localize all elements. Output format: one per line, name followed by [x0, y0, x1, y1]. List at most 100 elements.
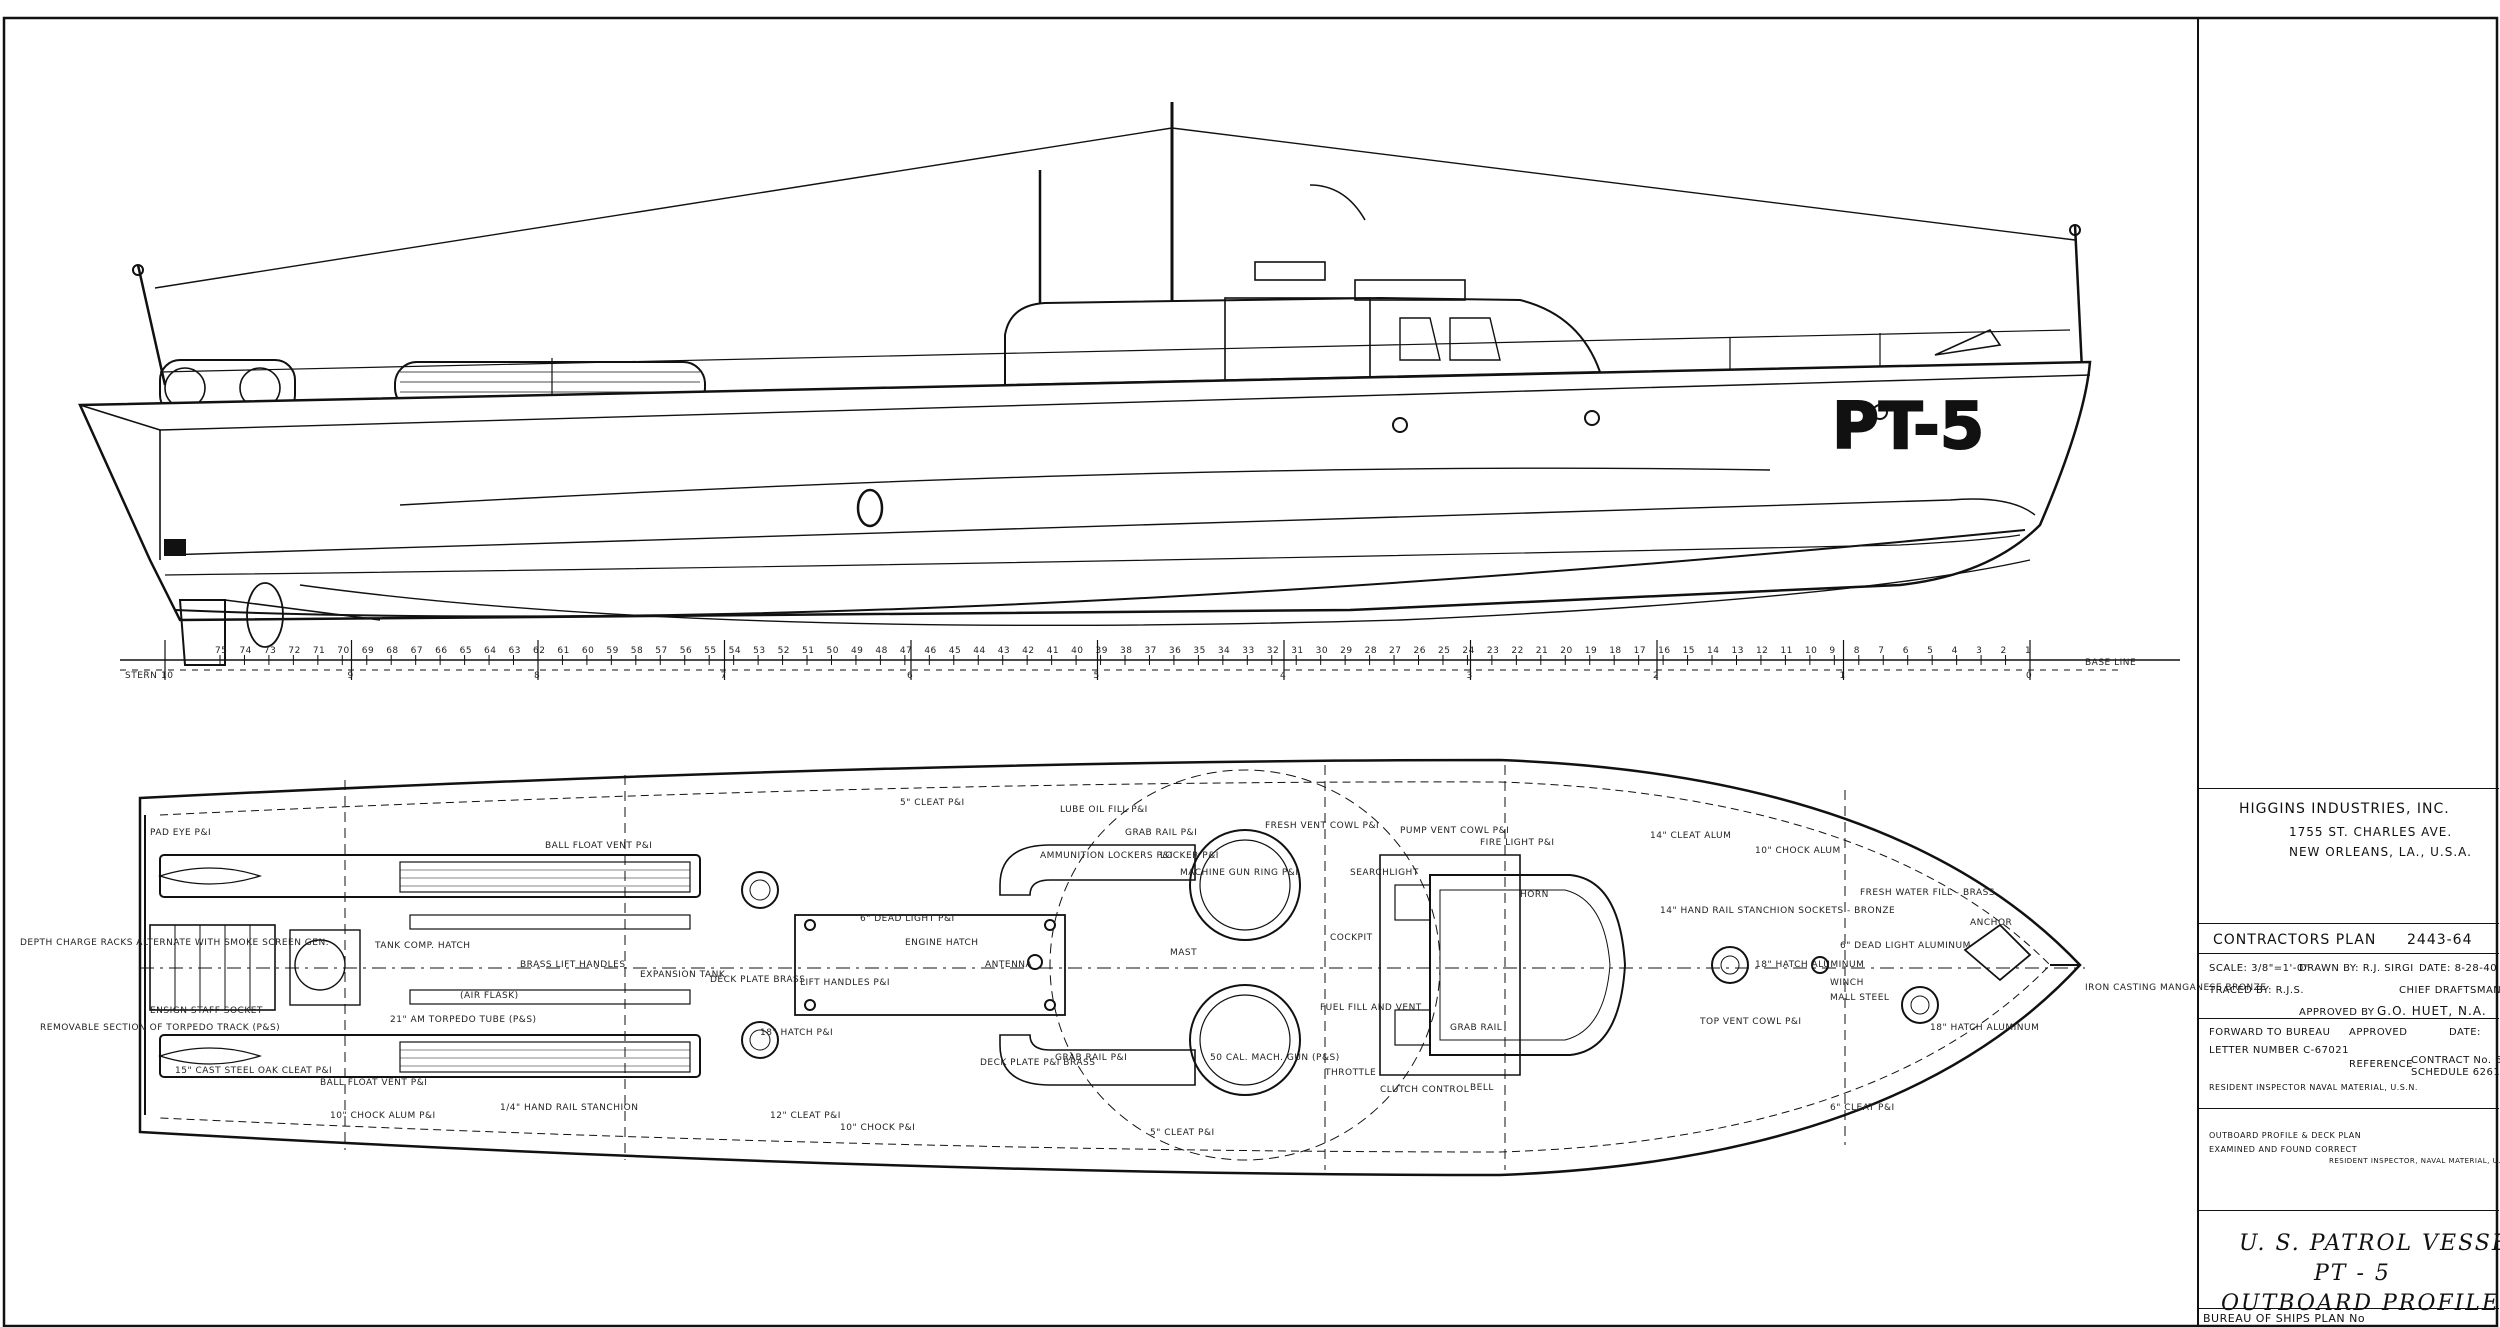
frame-number: 38 — [1120, 646, 1132, 656]
deck-label: GRAB RAIL P&I — [1055, 1053, 1127, 1063]
frame-number: 3 — [1976, 646, 1982, 656]
hatch-18-alum — [1711, 946, 1749, 984]
deck-label: 6" CLEAT P&I — [1830, 1103, 1895, 1113]
outboard-profile-view — [78, 102, 2180, 671]
approved-by-label: APPROVED BY — [2299, 1007, 2375, 1018]
deck-label: CLUTCH CONTROL — [1380, 1085, 1469, 1095]
staff-light-aft — [132, 264, 144, 276]
frame-number: 16 — [1658, 646, 1670, 656]
machine-gun-ring-fwd — [1189, 829, 1301, 941]
anchor — [1963, 923, 2032, 982]
deck-label: 18" HATCH ALUMINUM — [1930, 1023, 2039, 1033]
staff-light-fwd — [2069, 224, 2081, 236]
keel-line — [299, 559, 2031, 627]
deck-label: IRON CASTING MANGANESE BRONZE — [2085, 983, 2267, 993]
frame-number: 30 — [1316, 646, 1328, 656]
antenna-base — [1027, 954, 1043, 970]
drawing-title-2: PT - 5 — [2314, 1261, 2391, 1286]
gun-arc — [1049, 769, 1441, 1161]
deck-label: ANCHOR — [1970, 918, 2012, 928]
deck-label: LUBE OIL FILL P&I — [1060, 805, 1148, 815]
deck-label: HORN — [1520, 890, 1549, 900]
frame-number: 25 — [1438, 646, 1450, 656]
ensign-staff — [136, 264, 167, 386]
approved-label: APPROVED — [2349, 1027, 2408, 1038]
deck-label: BALL FLOAT VENT P&I — [320, 1078, 427, 1088]
station-number: 2 — [1653, 671, 1659, 681]
traced-by: TRACED BY: R.J.S. — [2209, 985, 2305, 996]
title-block-plan-row: CONTRACTORS PLAN 2443-64 — [2199, 923, 2499, 948]
frame-number: 74 — [239, 646, 251, 656]
deck-label: EXPANSION TANK — [640, 970, 726, 980]
frame-number: 20 — [1560, 646, 1572, 656]
deck-label: LIFT HANDLES P&I — [800, 978, 890, 988]
machine-gun-ring-aft — [1189, 984, 1301, 1096]
frame-number: 75 — [215, 646, 227, 656]
frame-number: 70 — [337, 646, 349, 656]
frame-number: 62 — [533, 646, 545, 656]
contractors-plan-label: CONTRACTORS PLAN — [2213, 932, 2377, 948]
torpedo-tube-port — [159, 854, 701, 898]
frame-number: 10 — [1805, 646, 1817, 656]
frame-number: 15 — [1683, 646, 1695, 656]
base-line-label: BASE LINE — [2085, 658, 2136, 668]
deck-label: BALL FLOAT VENT P&I — [545, 841, 652, 851]
station-number: 0 — [2026, 671, 2032, 681]
frame-number: 63 — [509, 646, 521, 656]
searchlight — [1394, 884, 1431, 921]
frame-number: 42 — [1022, 646, 1034, 656]
station-number: 6 — [907, 671, 913, 681]
reference-label: REFERENCE — [2349, 1059, 2413, 1070]
deck-label: 5" CLEAT P&I — [900, 798, 965, 808]
frame-number: 11 — [1780, 646, 1792, 656]
frame-number: 55 — [704, 646, 716, 656]
frame-number: 46 — [924, 646, 936, 656]
deck-label: COCKPIT — [1330, 933, 1373, 943]
frame-number: 36 — [1169, 646, 1181, 656]
deck-label: ENGINE HATCH — [905, 938, 979, 948]
deck-label: 10" CHOCK ALUM — [1755, 846, 1841, 856]
porthole — [1872, 404, 1888, 420]
frame-number: 44 — [973, 646, 985, 656]
station-number: 8 — [534, 671, 540, 681]
frame-number: 52 — [778, 646, 790, 656]
frame-number: 51 — [802, 646, 814, 656]
deck-label: 12" CLEAT P&I — [770, 1111, 841, 1121]
deck-label: 6" DEAD LIGHT ALUMINUM — [1840, 941, 1971, 951]
frame-number: 28 — [1365, 646, 1377, 656]
frame-number: 7 — [1878, 646, 1884, 656]
station-number: 9 — [348, 671, 354, 681]
deck-label: BRASS LIFT HANDLES — [520, 960, 626, 970]
drawing-title-1: U. S. PATROL VESSEL — [2239, 1231, 2500, 1256]
frame-number: 58 — [631, 646, 643, 656]
deck-label: TANK COMP. HATCH — [374, 941, 471, 951]
deck-label: LOCKER P&I — [1160, 851, 1219, 861]
deck-label: THROTTLE — [1324, 1068, 1376, 1078]
deck-label: FIRE LIGHT P&I — [1480, 838, 1555, 848]
frame-number: 35 — [1193, 646, 1205, 656]
frame-number: 40 — [1071, 646, 1083, 656]
drawing-date: DATE: 8-28-40 — [2419, 963, 2498, 974]
frame-number: 6 — [1903, 646, 1909, 656]
gun-arc — [1309, 184, 1366, 221]
deck-label: TOP VENT COWL P&I — [1699, 1017, 1802, 1027]
frame-number: 13 — [1731, 646, 1743, 656]
frame-number: 34 — [1218, 646, 1230, 656]
scale: SCALE: 3/8"=1'-0" — [2209, 963, 2309, 974]
hull-marking: PT-5 — [1832, 390, 1984, 464]
frame-number: 22 — [1511, 646, 1523, 656]
frame-number: 57 — [655, 646, 667, 656]
frame-number: 71 — [313, 646, 325, 656]
station-number: 10 — [161, 671, 173, 681]
frame-number: 56 — [680, 646, 692, 656]
deck-label: 15" CAST STEEL OAK CLEAT P&I — [175, 1066, 332, 1076]
title-block-company-row: HIGGINS INDUSTRIES, INC. 1755 ST. CHARLE… — [2199, 788, 2499, 859]
company-address-1: 1755 ST. CHARLES AVE. — [2289, 825, 2453, 839]
frame-number: 41 — [1047, 646, 1059, 656]
deck-label: REMOVABLE SECTION OF TORPEDO TRACK (P&S) — [40, 1023, 280, 1033]
outboard-plan-note: OUTBOARD PROFILE & DECK PLAN — [2209, 1131, 2362, 1140]
deck-label: DECK PLATE BRASS — [710, 975, 805, 985]
deck-label: PAD EYE P&I — [150, 828, 211, 838]
frame-number: 45 — [949, 646, 961, 656]
frame-number: 48 — [875, 646, 887, 656]
